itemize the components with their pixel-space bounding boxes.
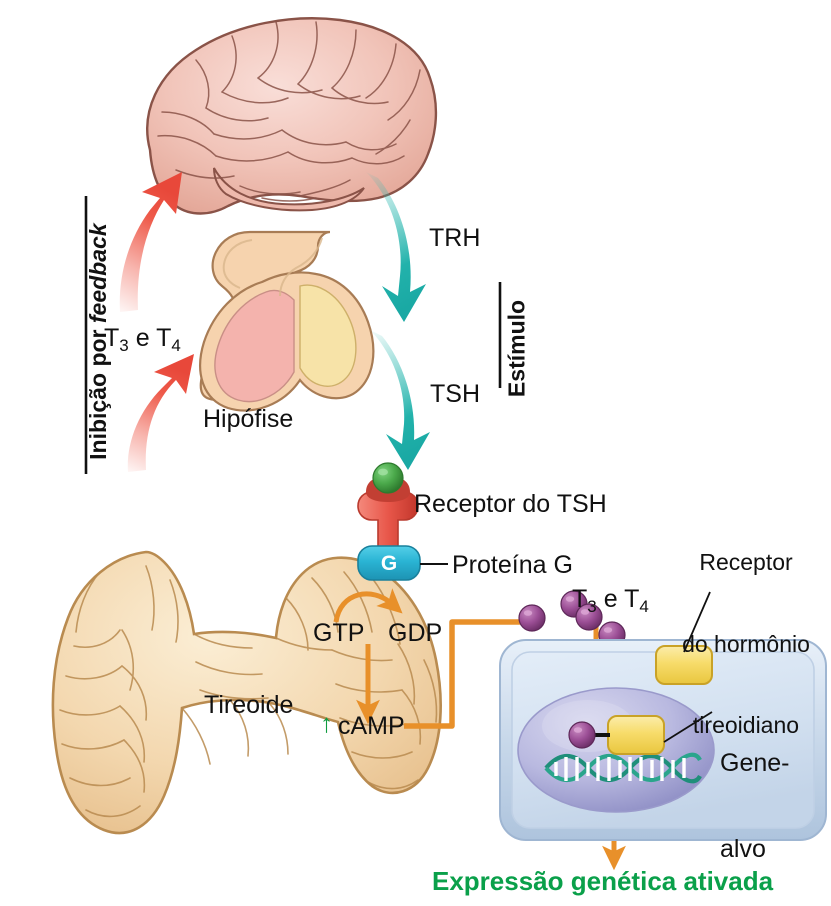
thyroid-hormone-receptor-label: Receptor do hormônio tireoidiano [669,495,823,766]
thyroid-label: Tireoide [204,691,294,719]
thyroid-hormone-molecules [518,590,626,649]
target-cell-illustration [499,591,827,841]
gtp-label: GTP [313,619,365,647]
dna-helix [544,752,702,784]
pituitary-label: Hipófise [203,405,294,433]
feedback-hormones-label: T3 e T4 [104,324,181,355]
thr-line-1: Receptor [699,549,793,576]
feedback-axis-text-italic: feedback [85,223,111,324]
camp-label: cAMP [338,712,405,740]
g-protein-label: Proteína G [452,551,573,579]
target-gene-line-2: alvo [720,834,766,863]
brain-illustration [146,17,438,215]
pituitary-illustration [199,230,375,412]
camp-increase-arrow: ↑ [320,708,333,738]
feedback-arrows [84,172,194,474]
stimulus-arrows [366,172,502,470]
tsh-receptor-illustration: G [357,462,448,581]
tsh-receptor-label: Receptor do TSH [414,490,607,518]
tsh-label: TSH [430,380,480,408]
target-gene-label: Gene- alvo [720,692,789,892]
thr-line-3: tireoidiano [692,712,800,738]
gene-expression-label: Expressão genética ativada [432,866,774,896]
trh-label: TRH [429,224,481,252]
cell-hormones-label: T3 e T4 [572,585,649,616]
thr-line-2: do hormônio [682,630,810,657]
svg-text:G: G [381,552,397,575]
target-gene-line-1: Gene- [720,749,790,777]
stimulus-axis-label: Estímulo [503,299,530,398]
thyroid-illustration [51,550,442,835]
gdp-label: GDP [388,619,443,647]
